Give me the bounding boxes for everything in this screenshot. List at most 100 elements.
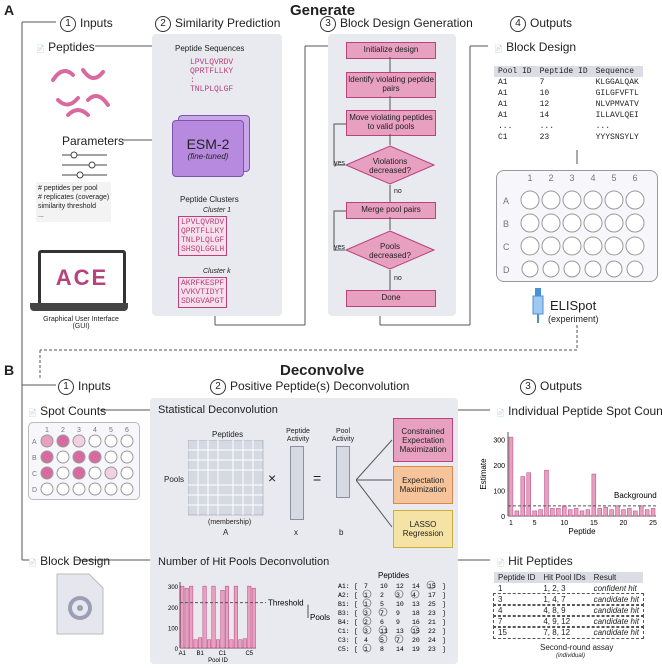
flow-violations-diamond bbox=[345, 145, 435, 185]
pool-table-cell: 14 bbox=[412, 583, 420, 590]
hit-bar bbox=[207, 639, 212, 649]
flow-pools-text: Pools decreased? bbox=[369, 242, 411, 260]
background-label: Background bbox=[614, 491, 657, 500]
hit-y-tick: 200 bbox=[168, 606, 179, 612]
spot-bar bbox=[615, 505, 620, 517]
threshold-label: Threshold bbox=[268, 599, 304, 608]
hit-bar bbox=[180, 585, 185, 649]
pool-table-cell: A1: bbox=[338, 583, 350, 590]
yes-label-2: yes bbox=[334, 244, 345, 251]
generate-title: Generate bbox=[290, 2, 356, 19]
hit-x-label: Pool ID bbox=[208, 658, 228, 664]
hit-bar bbox=[242, 638, 247, 649]
pool-table-cell: 6 bbox=[380, 619, 384, 626]
pools-label: Pools bbox=[310, 613, 330, 622]
spot-y-label: Estimate bbox=[480, 458, 488, 490]
hit-circle bbox=[410, 625, 420, 635]
block-design-input: 📄 Block Design bbox=[28, 554, 111, 568]
pool-table-cell: 15 bbox=[428, 583, 436, 590]
label-a: A bbox=[4, 2, 15, 18]
peptide-squiggles-icon bbox=[51, 68, 110, 117]
hit-y-tick: 100 bbox=[168, 626, 179, 632]
cluster1-label: Cluster 1 bbox=[203, 207, 232, 214]
hit-x-tick: B1 bbox=[196, 651, 204, 657]
pool-table-cell: 3 bbox=[364, 628, 368, 635]
svg-text:B: B bbox=[32, 455, 37, 462]
hit-bar bbox=[193, 639, 198, 649]
pool-table-cell: 18 bbox=[412, 610, 420, 617]
pool-table-cell: 1 bbox=[364, 601, 368, 608]
pool-table-cell: 7 bbox=[364, 583, 368, 590]
spot-bar bbox=[520, 476, 526, 517]
spot-x-tick: 25 bbox=[649, 520, 657, 527]
vector-b-label: b bbox=[339, 528, 344, 537]
spot-bar bbox=[532, 510, 537, 517]
method-lasso: LASSO Regression bbox=[393, 510, 453, 548]
hit-circle bbox=[362, 616, 372, 626]
hit-y-tick: 0 bbox=[175, 647, 179, 653]
pool-table-cell: ] bbox=[442, 619, 446, 626]
spot-x-tick: 20 bbox=[620, 520, 628, 527]
deconvolve-title: Deconvolve bbox=[280, 362, 365, 379]
flow-done: Done bbox=[346, 290, 436, 307]
ace-logo: ACE bbox=[55, 265, 109, 290]
pool-table-cell: [ bbox=[354, 619, 358, 626]
spot-bar bbox=[556, 508, 561, 517]
second-round-sub: (individual) bbox=[556, 653, 586, 659]
vector-x bbox=[290, 446, 304, 520]
pool-table-cell: C3: bbox=[338, 637, 350, 644]
pool-table-cell: 13 bbox=[396, 628, 404, 635]
spot-bar bbox=[585, 509, 591, 517]
pool-table-cell: 7 bbox=[396, 637, 400, 644]
pool-table-cell: 5 bbox=[380, 601, 384, 608]
spot-bar bbox=[597, 508, 602, 517]
hit-circle bbox=[410, 589, 420, 599]
pool-table-cell: ] bbox=[442, 610, 446, 617]
spot-bar bbox=[538, 509, 543, 517]
hit-bar bbox=[198, 637, 203, 649]
pool-table-cell: [ bbox=[354, 610, 358, 617]
spot-counts-output: 📄 Individual Peptide Spot Counts bbox=[496, 404, 662, 418]
hit-bar bbox=[202, 585, 207, 649]
spot-bar bbox=[609, 509, 614, 517]
hit-bar bbox=[229, 639, 234, 649]
hit-x-tick: A1 bbox=[179, 651, 187, 657]
pool-table-cell: ] bbox=[442, 646, 446, 653]
clusters-title: Peptide Clusters bbox=[180, 195, 239, 204]
spot-counts-input: 📄 Spot Counts bbox=[28, 404, 107, 418]
method-em: Expectation Maximization bbox=[393, 466, 453, 504]
spot-bar bbox=[591, 473, 597, 517]
laptop-screen: ACE bbox=[38, 250, 126, 306]
pool-table-cell: 22 bbox=[428, 628, 436, 635]
pool-table-cell: 19 bbox=[412, 646, 420, 653]
spot-x-tick: 10 bbox=[560, 520, 568, 527]
hit-circle bbox=[362, 598, 372, 608]
hit-x-tick: C1 bbox=[219, 651, 227, 657]
pool-table-cell: 23 bbox=[428, 610, 436, 617]
pool-table-cell: ] bbox=[442, 601, 446, 608]
hit-circle bbox=[362, 625, 372, 635]
pool-table-cell: 3 bbox=[364, 610, 368, 617]
peptides-input: 📄 Peptides bbox=[36, 40, 95, 54]
hit-circle bbox=[394, 634, 404, 644]
pool-table-cell: 11 bbox=[380, 628, 388, 635]
spot-bar bbox=[544, 469, 549, 517]
hit-circle bbox=[362, 643, 372, 653]
flow-violations-text: Violations decreased? bbox=[369, 157, 411, 175]
pool-table-cell: 10 bbox=[396, 601, 404, 608]
pool-table-cell: [ bbox=[354, 628, 358, 635]
spot-bar bbox=[550, 508, 555, 517]
flow-move: Move violating peptides to valid pools bbox=[346, 110, 436, 136]
svg-text:3: 3 bbox=[77, 427, 81, 434]
spot-x-label: Peptide bbox=[568, 527, 596, 536]
hit-bar bbox=[184, 587, 189, 649]
